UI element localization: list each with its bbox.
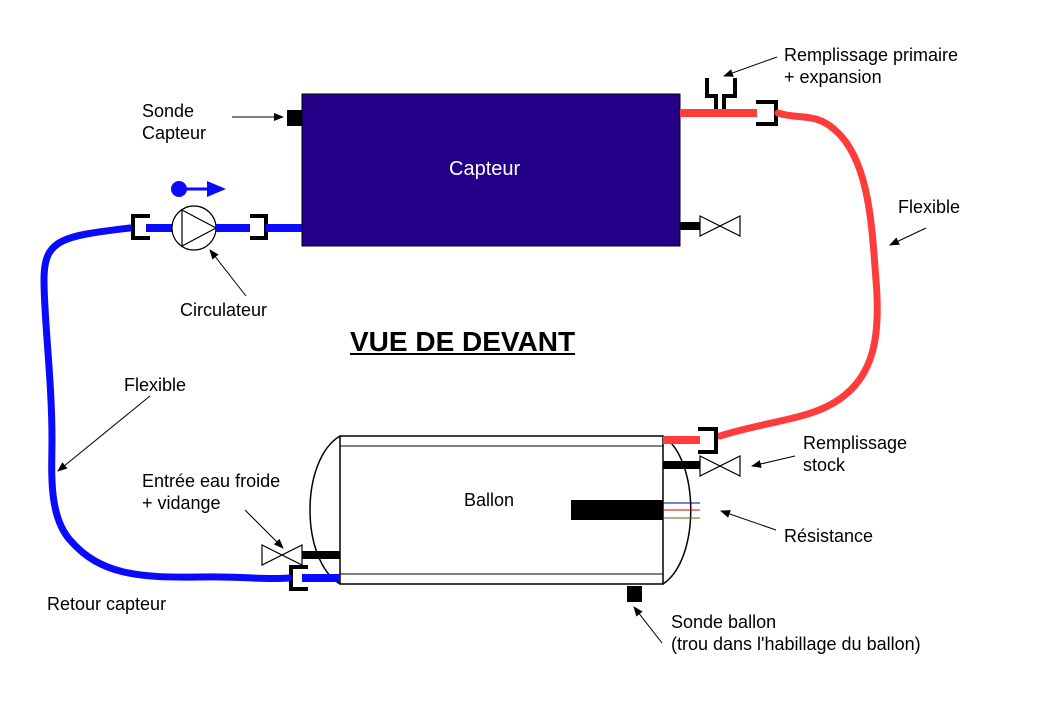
arrow-remplissage-primaire	[723, 56, 778, 77]
pump-inlet-coupling	[131, 214, 150, 240]
label-circulateur: Circulateur	[180, 300, 268, 320]
arrow-remplissage-stock	[751, 455, 796, 468]
arrow-resistance	[720, 510, 777, 531]
label-flexible-left: Flexible	[124, 375, 187, 395]
collector-drain-valve	[680, 215, 741, 237]
leader-arrows	[57, 56, 927, 644]
flexible-hot-hose	[716, 109, 881, 440]
label-resistance: Résistance	[784, 526, 874, 546]
label-sonde-capteur: Sonde Capteur	[142, 101, 207, 143]
label-remplissage-primaire: Remplissage primaire + expansion	[784, 45, 959, 87]
collector-panel	[301, 93, 681, 247]
view-title: VUE DE DEVANT	[350, 326, 576, 357]
arrow-sonde-ballon	[633, 606, 663, 644]
heating-element	[571, 500, 700, 520]
flexible-return-hose	[40, 224, 293, 583]
label-sonde-ballon: Sonde ballon (trou dans l'habillage du b…	[671, 612, 921, 654]
label-retour-capteur: Retour capteur	[47, 594, 167, 614]
arrow-entree-eau	[244, 509, 284, 549]
arrow-flexible-right	[889, 227, 927, 246]
label-entree-eau: Entrée eau froide + vidange	[142, 471, 281, 513]
collector-sensor	[287, 110, 302, 126]
hot-outlet-coupling	[756, 100, 778, 126]
cold-inlet-valve	[261, 544, 340, 566]
tank-fill-valve	[663, 455, 741, 477]
arrow-flexible-left	[57, 395, 151, 472]
label-flexible-right: Flexible	[898, 197, 961, 217]
tank-sensor	[627, 586, 642, 602]
primary-fill-fitting	[705, 78, 737, 109]
collector-inlet-coupling	[250, 214, 268, 240]
tank-hot-inlet-coupling	[698, 427, 718, 454]
collector-label: Capteur	[449, 158, 521, 180]
tank-label: Ballon	[464, 490, 515, 510]
label-remplissage-stock: Remplissage stock	[803, 433, 908, 475]
arrow-circulateur	[209, 249, 247, 297]
circulator-pump	[171, 205, 218, 251]
flow-direction-icon	[171, 181, 226, 197]
